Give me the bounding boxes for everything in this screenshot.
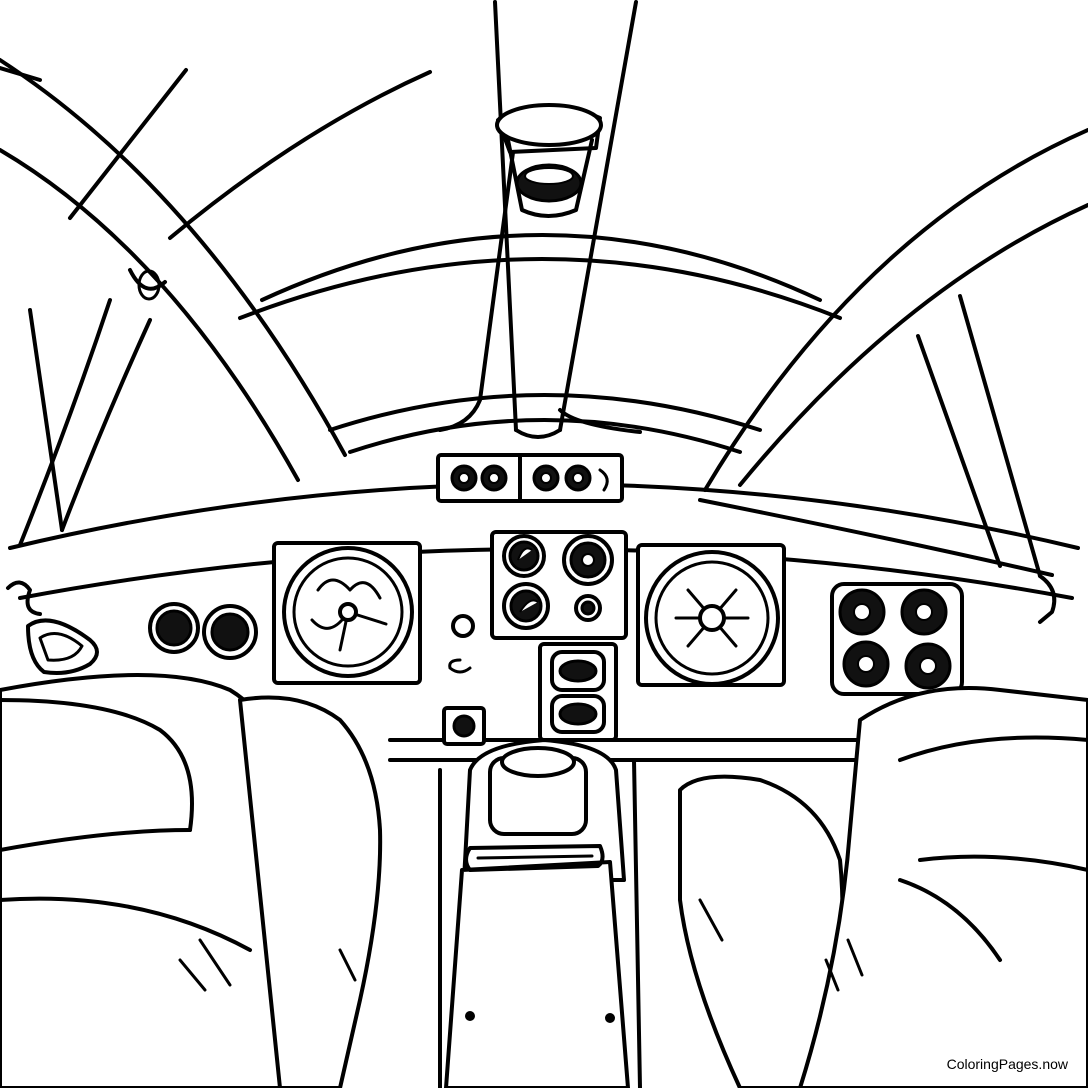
center-console <box>438 738 642 1088</box>
center-gauge-cluster <box>490 530 628 640</box>
left-window-strut <box>0 58 432 547</box>
center-left-controls <box>442 614 486 746</box>
left-main-gauge <box>272 541 422 685</box>
center-pillar <box>438 0 642 439</box>
left-small-gauges <box>148 602 258 660</box>
overhead-vent <box>495 103 603 218</box>
upper-gauge-box <box>436 453 624 503</box>
right-main-gauge <box>636 543 786 687</box>
watermark-text: ColoringPages.now <box>942 1054 1072 1074</box>
right-gauge-cluster <box>830 582 964 696</box>
left-grab-handle <box>6 580 99 675</box>
right-copilot-seat <box>678 686 1088 1088</box>
left-pilot-seat <box>0 673 383 1088</box>
center-radio-stack <box>538 642 618 742</box>
